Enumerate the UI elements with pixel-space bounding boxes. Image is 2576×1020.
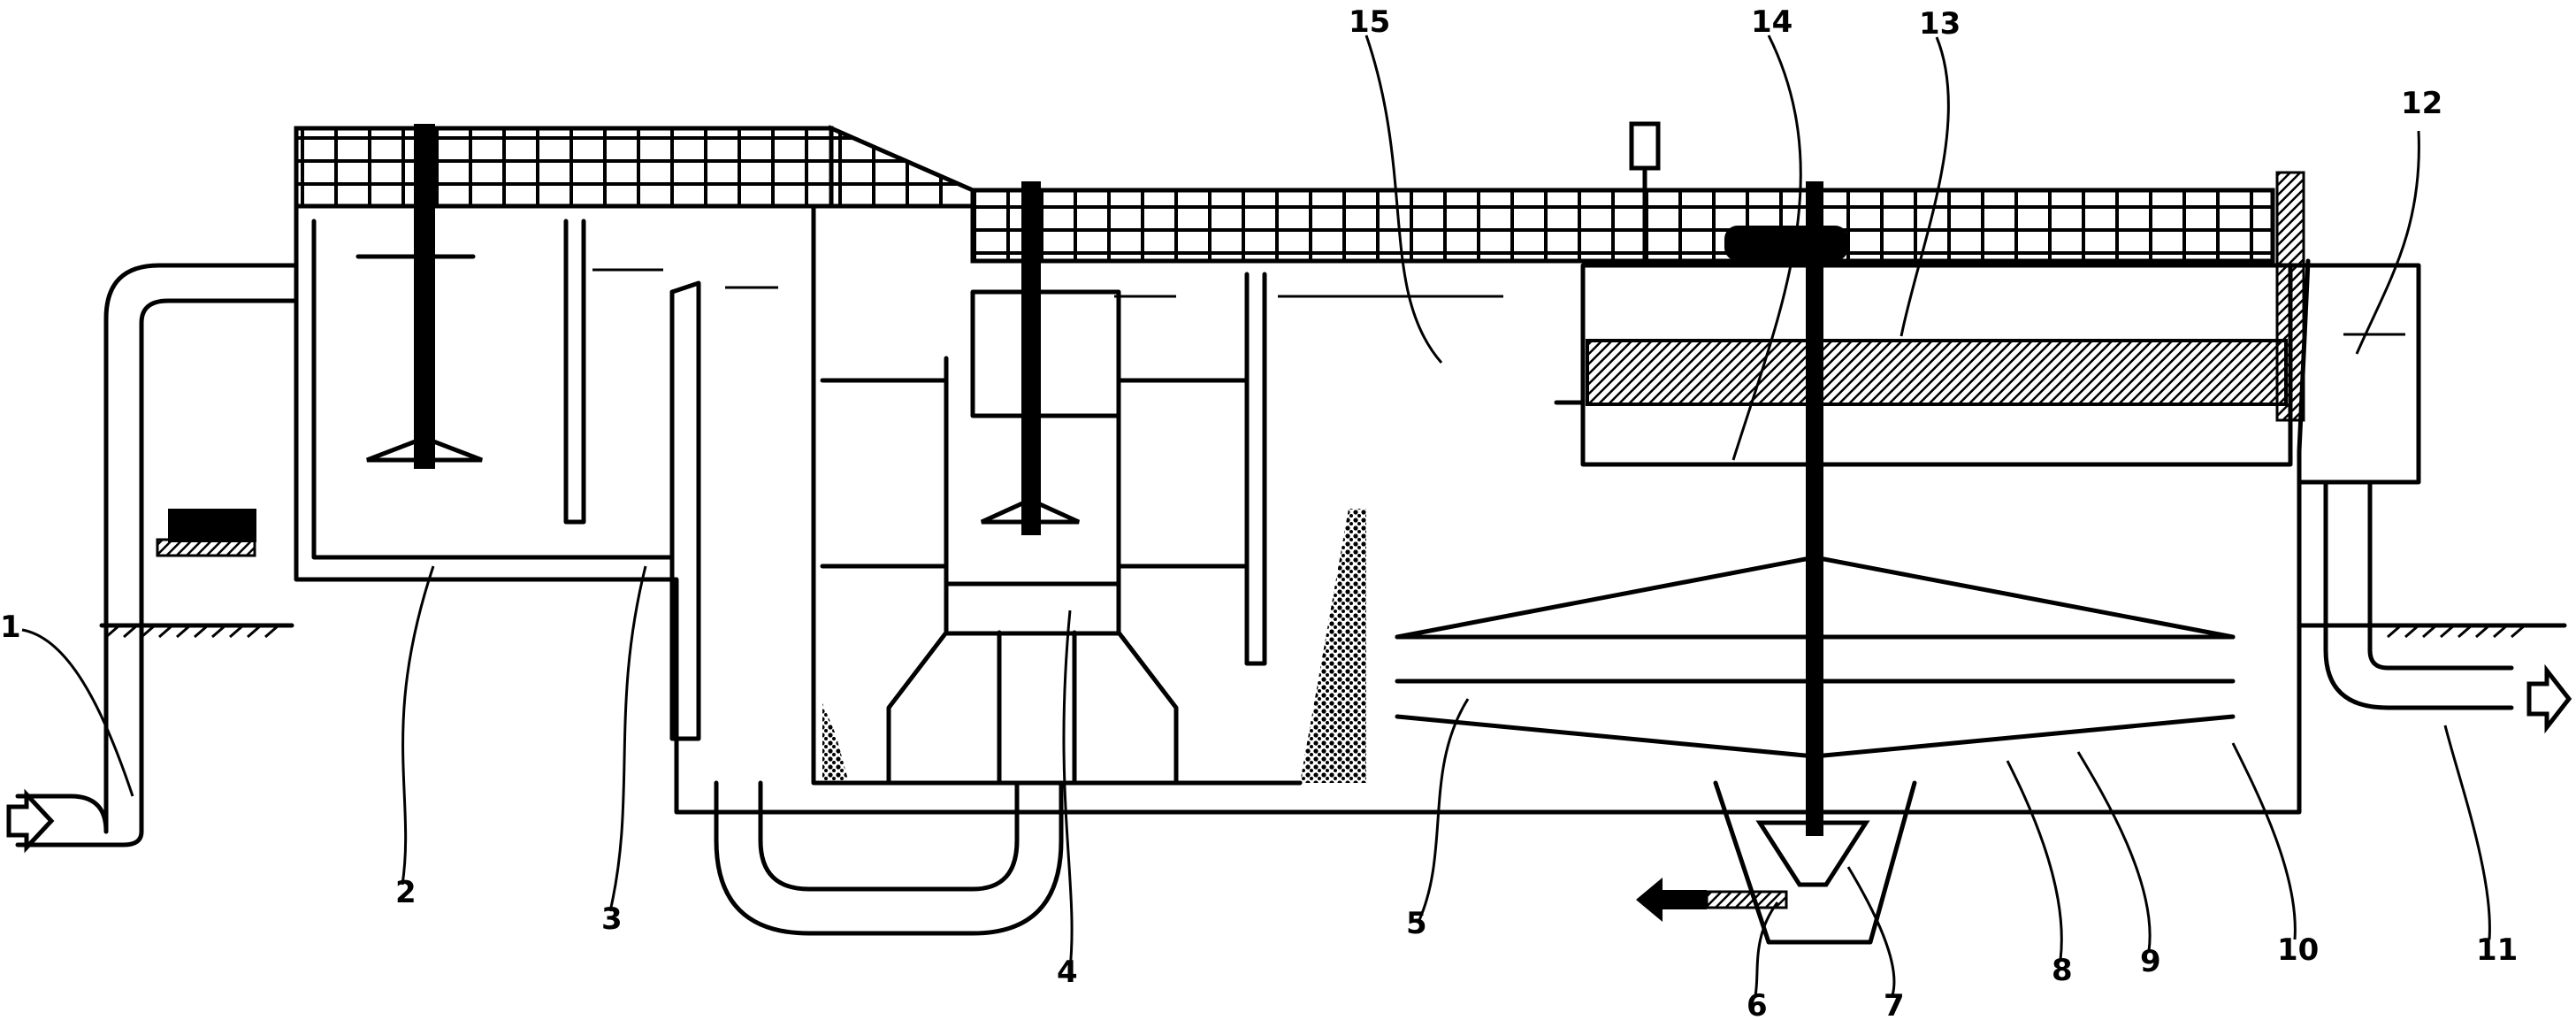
leader-lines [21,35,2491,996]
label-12: 12 [2401,86,2442,121]
label-4: 4 [1057,955,1078,990]
part-labels: 1 2 3 4 5 6 7 8 9 10 11 12 13 14 15 [0,4,2518,1020]
scraper-frame [1395,555,2236,759]
agitator-4 [980,181,1081,535]
agitator-2 [355,124,483,469]
label-3: 3 [601,901,623,937]
grating-walkway [294,125,2275,264]
label-9: 9 [2140,944,2161,979]
label-15: 15 [1349,4,1390,40]
label-13: 13 [1919,6,1961,42]
label-11: 11 [2476,932,2518,968]
central-shaft [1629,121,1848,836]
outlet-chamber [2275,171,2572,734]
outlet-arrow-icon [2526,663,2572,734]
label-5: 5 [1406,906,1427,941]
label-8: 8 [2052,953,2073,988]
label-6: 6 [1747,988,1768,1020]
label-10: 10 [2277,932,2319,968]
label-7: 7 [1884,988,1905,1020]
inlet-pipe [6,263,299,854]
connecting-u-pipe [714,780,1064,936]
label-1: 1 [0,610,21,645]
tank-walls [294,203,2311,815]
sludge-outlet-arrow-icon [1636,878,1707,922]
sludge-hopper [1636,780,1917,945]
filter-media [1554,263,2293,467]
water-levels [592,268,2405,336]
label-2: 2 [395,875,417,910]
inlet-arrow-icon [6,788,55,854]
label-14: 14 [1751,4,1792,40]
ground-lines [99,623,2567,639]
